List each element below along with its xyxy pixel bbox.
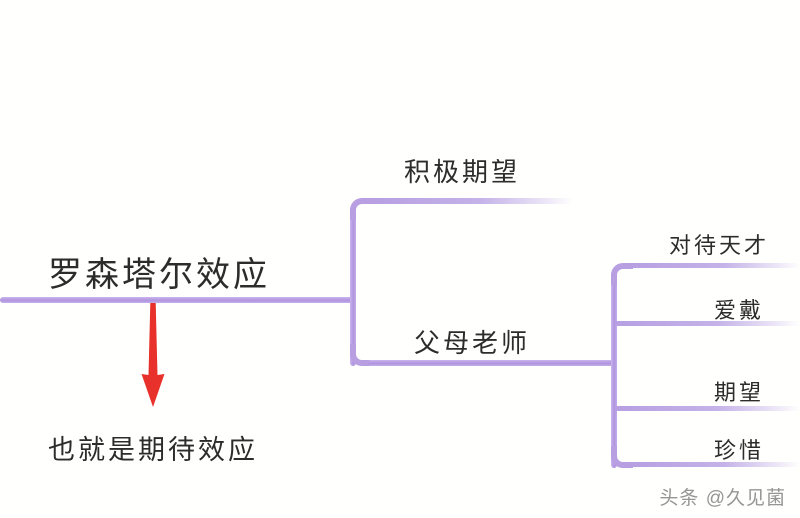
subbranch-line-adoration bbox=[615, 321, 800, 326]
branch-line-parents-teachers bbox=[368, 360, 616, 366]
level1-spine bbox=[350, 206, 356, 366]
root-node-label: 罗森塔尔效应 bbox=[48, 257, 270, 294]
subbranch-label-cherish: 珍惜 bbox=[714, 438, 765, 463]
branch-line-positive-expectation bbox=[368, 198, 573, 204]
caption-label: 也就是期待效应 bbox=[48, 435, 258, 465]
branch-label-parents-teachers: 父母老师 bbox=[414, 329, 531, 358]
level2-spine bbox=[611, 272, 617, 468]
subbranch-corner-genius bbox=[611, 263, 633, 285]
subbranch-label-expectation: 期望 bbox=[714, 380, 765, 405]
branch-label-positive-expectation: 积极期望 bbox=[404, 158, 521, 187]
root-trunk-line bbox=[0, 297, 356, 303]
subbranch-label-adoration: 爱戴 bbox=[714, 298, 765, 323]
branch-corner-bottom bbox=[350, 344, 372, 366]
subbranch-line-cherish bbox=[629, 462, 800, 467]
subbranch-corner-cherish bbox=[611, 446, 633, 468]
subbranch-label-genius: 对待天才 bbox=[669, 233, 770, 258]
branch-corner-top bbox=[350, 198, 372, 220]
watermark-text: 头条 @久见菌 bbox=[659, 488, 786, 509]
down-arrow-icon bbox=[131, 303, 175, 407]
subbranch-line-genius bbox=[629, 263, 800, 268]
subbranch-line-expectation bbox=[615, 406, 800, 411]
